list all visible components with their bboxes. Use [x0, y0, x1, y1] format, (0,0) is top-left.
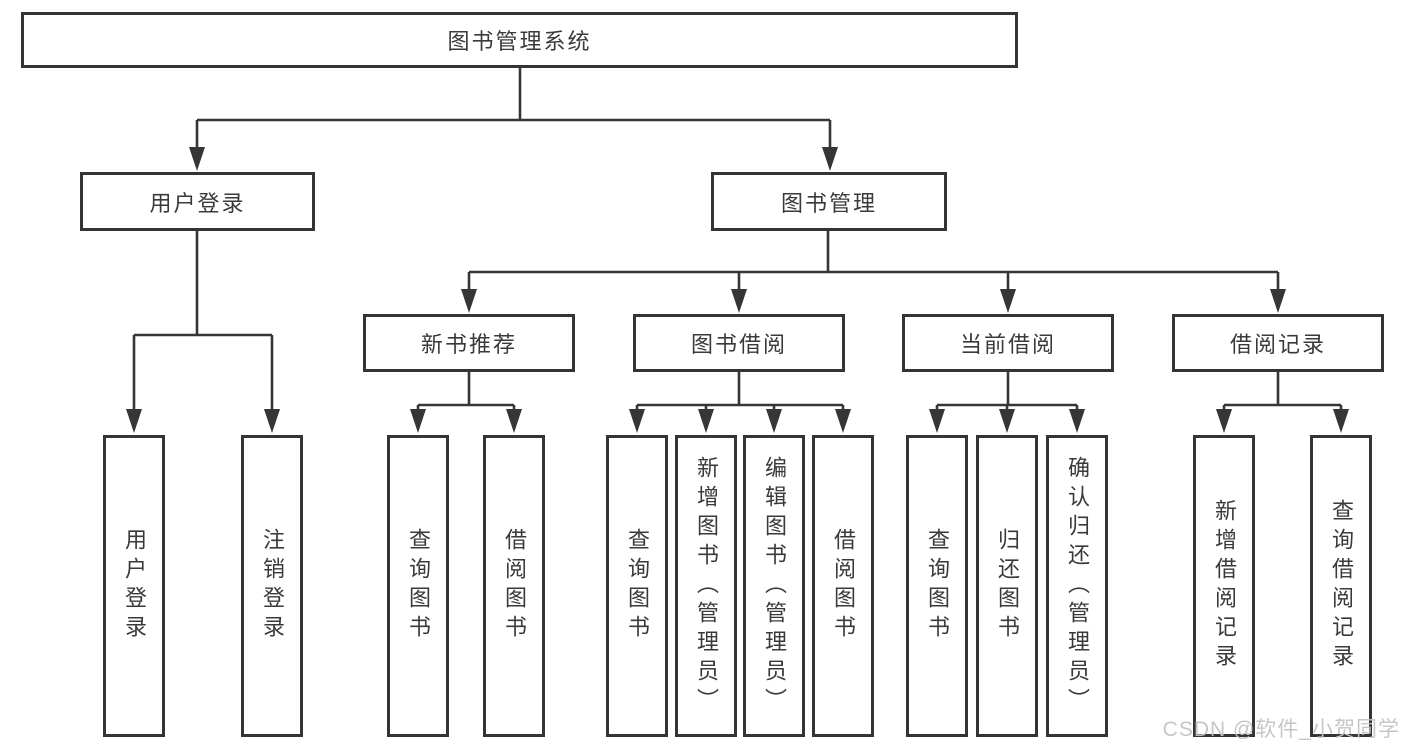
node-confirm-return-admin: 确认归还（管理员） [1046, 435, 1108, 737]
connector-book-borrow-children [629, 372, 851, 433]
connector-book-mgmt-to-level3 [461, 231, 1286, 313]
node-user-login-action: 用户登录 [103, 435, 165, 737]
node-query-books-borrow: 查询图书 [606, 435, 668, 737]
node-book-management: 图书管理 [711, 172, 947, 231]
node-query-books-current: 查询图书 [906, 435, 968, 737]
node-add-books-admin: 新增图书（管理员） [675, 435, 737, 737]
node-query-books-recommend-label: 查询图书 [406, 528, 431, 644]
node-book-borrow-label: 图书借阅 [690, 332, 787, 357]
node-logout-action: 注销登录 [241, 435, 303, 737]
node-new-book-recommend: 新书推荐 [363, 314, 575, 372]
node-library-system-label: 图书管理系统 [447, 29, 592, 54]
node-borrow-books: 借阅图书 [812, 435, 874, 737]
node-new-book-recommend-label: 新书推荐 [420, 332, 517, 357]
connector-root-to-level2 [189, 68, 838, 171]
node-add-books-admin-label: 新增图书（管理员） [694, 455, 719, 717]
connector-user-login-to-children [126, 231, 280, 433]
node-add-borrow-record-label: 新增借阅记录 [1212, 499, 1237, 673]
node-borrow-books-recommend: 借阅图书 [483, 435, 545, 737]
node-edit-books-admin: 编辑图书（管理员） [743, 435, 805, 737]
node-library-system: 图书管理系统 [21, 12, 1018, 68]
node-query-books-recommend: 查询图书 [387, 435, 449, 737]
node-edit-books-admin-label: 编辑图书（管理员） [762, 455, 787, 717]
node-book-borrow: 图书借阅 [633, 314, 845, 372]
node-query-books-current-label: 查询图书 [925, 528, 950, 644]
node-logout-action-label: 注销登录 [260, 528, 285, 644]
node-borrow-books-recommend-label: 借阅图书 [502, 528, 527, 644]
connector-current-borrow-children [929, 372, 1085, 433]
node-borrow-books-label: 借阅图书 [831, 528, 856, 644]
node-book-management-label: 图书管理 [780, 190, 877, 216]
node-add-borrow-record: 新增借阅记录 [1193, 435, 1255, 737]
node-borrow-records-label: 借阅记录 [1229, 332, 1326, 357]
node-query-borrow-record: 查询借阅记录 [1310, 435, 1372, 737]
connector-new-book-recommend-children [410, 372, 522, 433]
node-confirm-return-admin-label: 确认归还（管理员） [1065, 455, 1090, 717]
node-user-login: 用户登录 [80, 172, 315, 231]
node-borrow-records: 借阅记录 [1172, 314, 1384, 372]
node-return-books-label: 归还图书 [995, 528, 1020, 644]
connector-borrow-records-children [1216, 372, 1349, 433]
node-user-login-label: 用户登录 [149, 190, 246, 216]
node-return-books: 归还图书 [976, 435, 1038, 737]
node-current-borrow: 当前借阅 [902, 314, 1114, 372]
node-query-books-borrow-label: 查询图书 [625, 528, 650, 644]
node-query-borrow-record-label: 查询借阅记录 [1329, 499, 1354, 673]
node-user-login-action-label: 用户登录 [122, 528, 147, 644]
node-current-borrow-label: 当前借阅 [959, 332, 1056, 357]
